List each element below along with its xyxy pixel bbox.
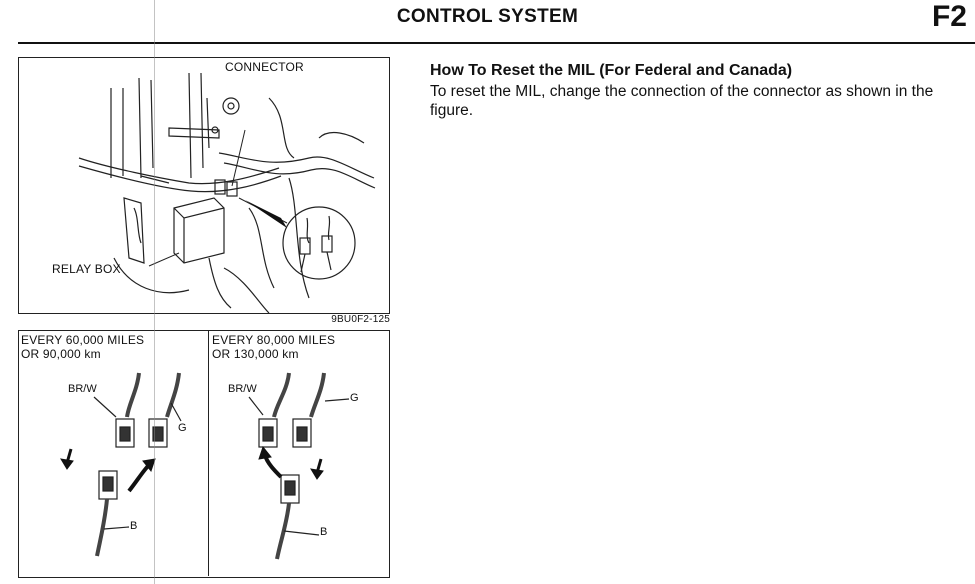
right-wire-brw-label: BR/W (228, 383, 257, 395)
scan-artifact-line (154, 0, 155, 584)
engine-bay-illustration (78, 72, 376, 314)
left-wire-g-label: G (178, 422, 187, 434)
section-title: CONTROL SYSTEM (396, 6, 579, 27)
relay-box-label: RELAY BOX (52, 262, 121, 276)
left-panel-interval-miles: EVERY 60,000 MILES (21, 333, 145, 347)
figure-connection-steps (18, 330, 390, 578)
connector-label: CONNECTOR (225, 60, 304, 74)
right-panel-interval-miles: EVERY 80,000 MILES (212, 333, 336, 347)
left-wire-b-label: B (130, 520, 138, 532)
right-wire-g-label: G (350, 392, 359, 404)
reset-mil-heading: How To Reset the MIL (For Federal and Ca… (430, 62, 793, 79)
reset-mil-instructions: To reset the MIL, change the connection … (430, 83, 934, 119)
section-code: F2 (931, 0, 967, 33)
header-rule (18, 42, 975, 44)
right-wire-b-label: B (320, 526, 328, 538)
right-panel-interval-km: OR 130,000 km (212, 347, 299, 361)
figure-divider (208, 330, 209, 576)
figure-connector-location (18, 57, 390, 314)
figure-code: 9BU0F2-125 (331, 314, 390, 325)
connector-steps-illustration (60, 372, 350, 560)
left-panel-interval-km: OR 90,000 km (21, 347, 101, 361)
left-wire-brw-label: BR/W (68, 383, 97, 395)
